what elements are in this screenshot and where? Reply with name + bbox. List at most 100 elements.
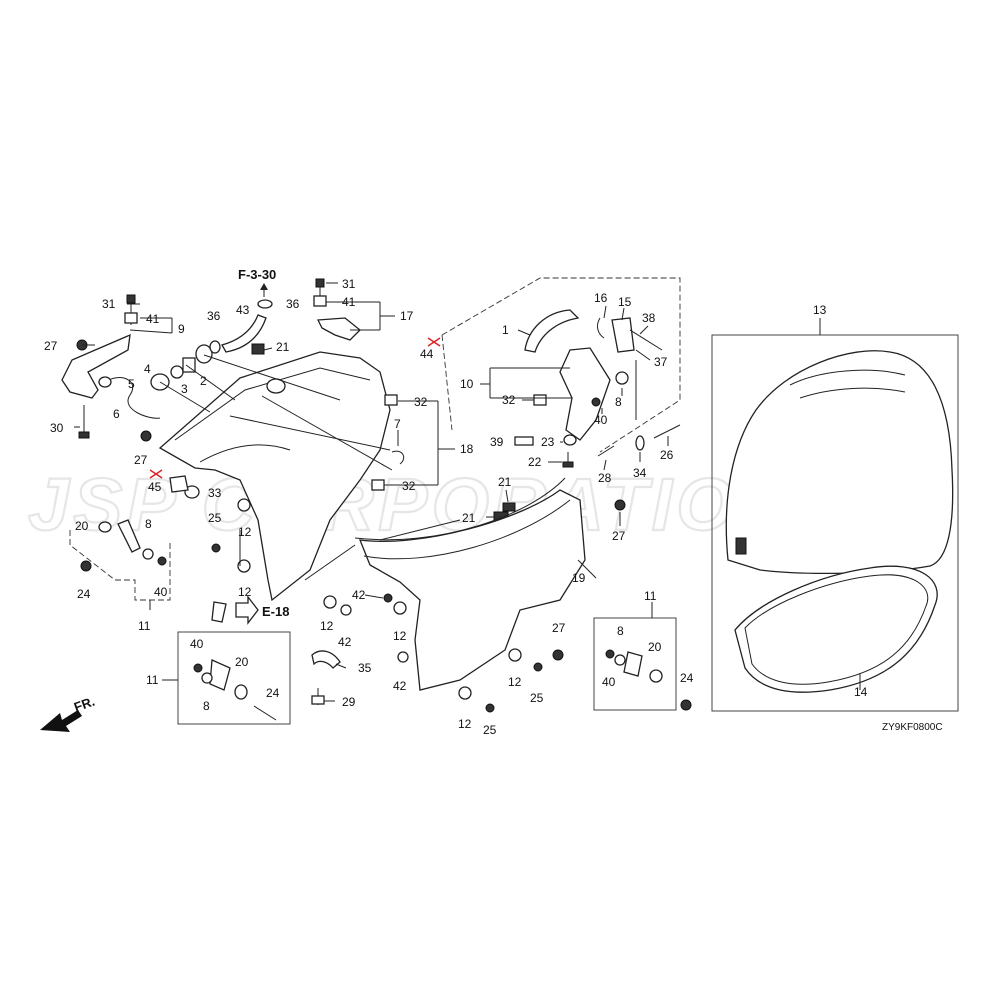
cover-seal-19 <box>354 477 566 541</box>
label-18: 18 <box>460 442 474 456</box>
screw-40-a <box>157 556 167 566</box>
label-34: 34 <box>633 466 647 480</box>
label-12-f: 12 <box>458 717 472 731</box>
cover-latch-13 <box>735 537 747 555</box>
label-25-a: 25 <box>208 511 222 525</box>
bolt-30 <box>78 405 90 439</box>
label-24-c: 24 <box>680 671 694 685</box>
label-8-b: 8 <box>203 699 210 713</box>
sleeve-3 <box>182 357 196 373</box>
screw-42-b <box>383 593 393 603</box>
collar-39 <box>514 436 534 446</box>
bolt-29 <box>311 688 325 705</box>
label-24-a: 24 <box>77 587 91 601</box>
screw-40-c <box>605 649 615 659</box>
washer-23 <box>563 434 577 446</box>
callout-labels: 1 2 3 4 5 6 7 8 8 8 8 9 10 11 11 11 12 1… <box>44 267 943 737</box>
hose-43 <box>221 314 267 353</box>
group-box-edge <box>441 334 453 431</box>
collar-8-top <box>615 371 629 385</box>
grommet-41-b <box>313 295 327 307</box>
washer-20-b <box>234 684 248 700</box>
label-20-c: 20 <box>648 640 662 654</box>
label-3: 3 <box>181 382 188 396</box>
front-label: FR. <box>72 694 97 715</box>
screw-24-c <box>680 699 692 711</box>
label-8-d: 8 <box>615 395 622 409</box>
label-20-b: 20 <box>235 655 249 669</box>
clip-36-a <box>209 340 221 354</box>
screw-24-a <box>80 560 92 572</box>
label-30: 30 <box>50 421 64 435</box>
grommet-12-f <box>458 686 472 700</box>
leader-lines <box>74 282 861 702</box>
screw-27-b <box>140 430 152 442</box>
label-32-b: 32 <box>402 479 416 493</box>
label-8-c: 8 <box>617 624 624 638</box>
label-27-d: 27 <box>552 621 566 635</box>
label-45: 45 <box>148 480 162 494</box>
pin-38 <box>629 329 663 351</box>
label-8-a: 8 <box>145 517 152 531</box>
label-38: 38 <box>642 311 656 325</box>
bolt-25-a <box>211 543 221 553</box>
spring-16 <box>596 317 605 339</box>
label-22: 22 <box>528 455 542 469</box>
washer-20-a <box>98 521 112 533</box>
collar-8-b <box>201 672 213 684</box>
label-11-b: 11 <box>146 673 159 687</box>
label-12-a: 12 <box>238 525 252 539</box>
plate-45 <box>169 475 189 493</box>
collar-42-c <box>397 651 409 663</box>
nut-32-c <box>533 394 547 406</box>
label-36-a: 36 <box>207 309 221 323</box>
under-case-18 <box>158 351 391 602</box>
grommet-12-e <box>508 648 522 662</box>
label-2: 2 <box>200 374 207 388</box>
cover-seal-14 <box>734 565 938 693</box>
label-41-a: 41 <box>146 312 160 326</box>
label-17: 17 <box>400 309 414 323</box>
cable-end-6 <box>98 376 112 388</box>
label-32-a: 32 <box>414 395 428 409</box>
label-27-b: 27 <box>134 453 148 467</box>
diagram-code: ZY9KF0800C <box>882 722 943 733</box>
ref-label-right: E-18 <box>262 604 289 619</box>
hook-35 <box>311 650 341 669</box>
group-box-top-cover <box>711 334 959 712</box>
collar-8-a <box>142 548 154 560</box>
label-16: 16 <box>594 291 608 305</box>
lever-15 <box>611 317 635 353</box>
ref-arrow-right <box>235 595 259 625</box>
grommet-12-a <box>237 498 251 512</box>
label-36-b: 36 <box>286 297 300 311</box>
group-box-latch-rear <box>69 530 171 601</box>
label-21-a: 21 <box>276 340 290 354</box>
label-43: 43 <box>236 303 250 317</box>
label-39: 39 <box>490 435 504 449</box>
cover-vent-edge-13 <box>799 387 906 399</box>
label-4: 4 <box>144 362 151 376</box>
cover-ridge-19 <box>363 499 571 560</box>
grommet-21-a <box>251 343 265 355</box>
label-1: 1 <box>502 323 509 337</box>
front-arrow-icon <box>40 710 82 732</box>
screw-40-b <box>193 663 203 673</box>
label-42-a: 42 <box>338 635 352 649</box>
label-42-b: 42 <box>352 588 366 602</box>
label-5: 5 <box>128 377 135 391</box>
label-31-b: 31 <box>342 277 356 291</box>
label-11-a: 11 <box>138 619 151 633</box>
grommet-2 <box>195 344 213 364</box>
label-23: 23 <box>541 435 555 449</box>
bolt-26 <box>653 424 681 439</box>
washer-33 <box>184 485 200 499</box>
group-box-latch-right <box>593 617 677 711</box>
label-40-b: 40 <box>190 637 204 651</box>
label-12-b: 12 <box>238 585 252 599</box>
grommet-12-b <box>237 559 251 573</box>
label-35: 35 <box>358 661 372 675</box>
collar-8-c <box>614 654 626 666</box>
group-box-engine-mount <box>441 277 681 453</box>
bracket-17 <box>316 317 361 341</box>
